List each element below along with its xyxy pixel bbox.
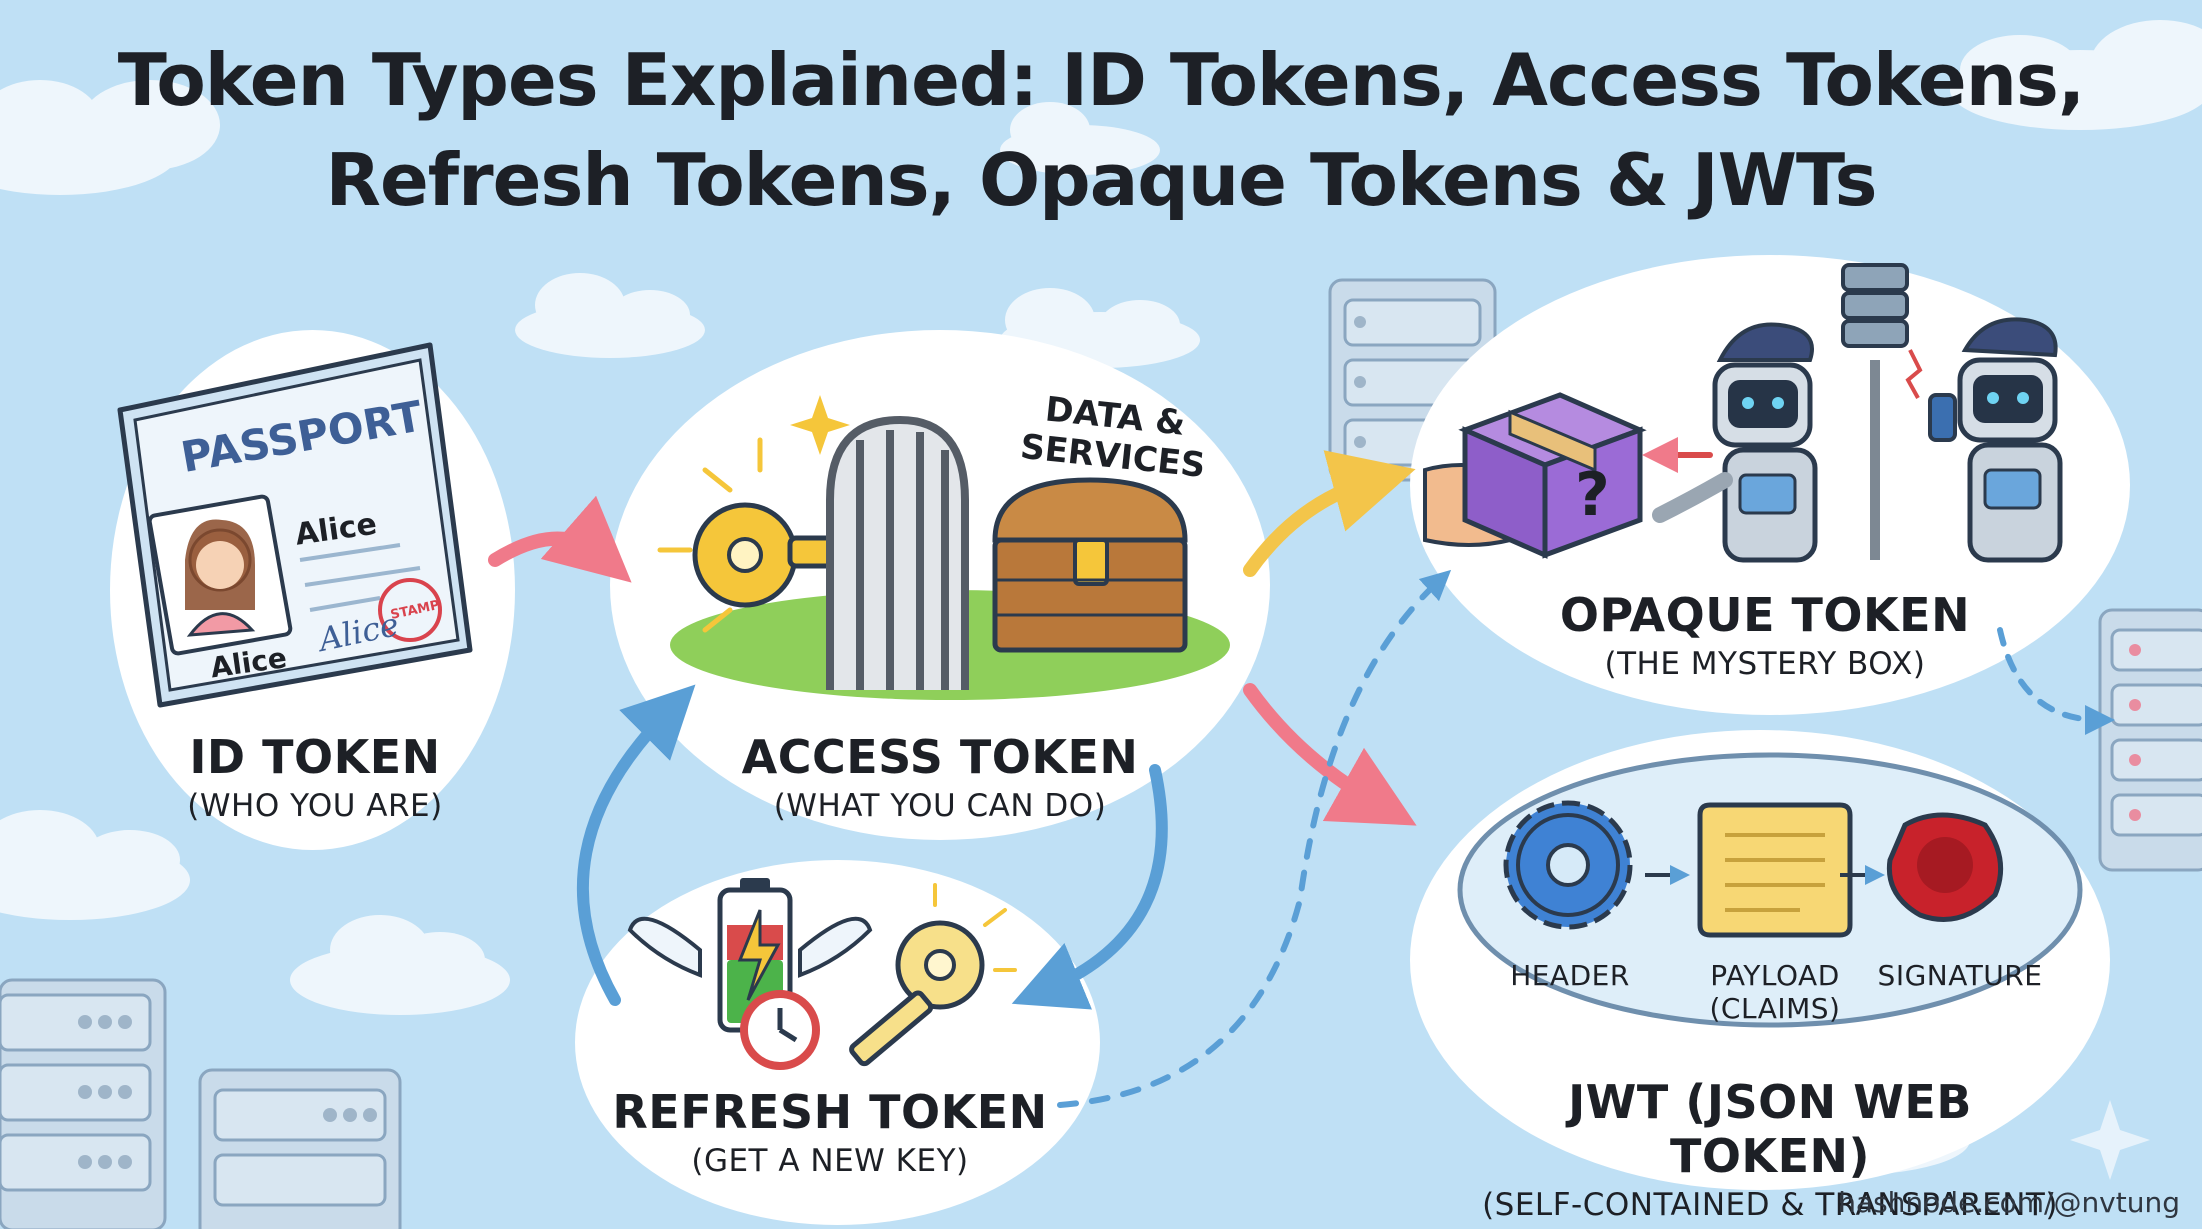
stamp-icon: [378, 578, 442, 642]
server-rack: [2098, 608, 2202, 872]
passport-icon: [117, 342, 473, 708]
refresh-token-sublabel: (GET A NEW KEY): [691, 1143, 969, 1179]
cloud: [515, 273, 705, 358]
new-key-icon: [849, 920, 985, 1067]
jwt-label: JWT (JSON WEB TOKEN): [1568, 1075, 1972, 1183]
jwt-signature-text: SIGNATURE: [1877, 959, 2043, 992]
new-key-glow: [933, 883, 1017, 972]
sparkle-icon: [790, 395, 850, 455]
scroll-icon: [1697, 802, 1853, 938]
wings-icon: [627, 916, 873, 978]
server-lights: [2129, 644, 2141, 821]
treasure-chest-icon: [992, 477, 1188, 653]
access-token-sublabel: (WHAT YOU CAN DO): [773, 788, 1107, 824]
mystery-box-icon: [1458, 392, 1647, 559]
opaque-token-label: OPAQUE TOKEN: [1559, 588, 1971, 642]
id-token-label: ID TOKEN: [189, 730, 441, 784]
cloud: [0, 810, 190, 920]
cloud: [0, 80, 220, 195]
jwt-part-header: HEADER: [1490, 955, 1650, 992]
id-token-sublabel: (WHO YOU ARE): [187, 788, 443, 824]
refresh-token-bubble: [575, 860, 1100, 1225]
arrow-access-to-opaque: [1243, 450, 1416, 577]
robot-guard-icon: [1652, 322, 1818, 563]
gear-icon: [1503, 800, 1633, 930]
jwt-header-text: HEADER: [1510, 959, 1630, 992]
jwt-payload-text: PAYLOAD: [1710, 959, 1840, 992]
access-token-label-group: ACCESS TOKEN (WHAT YOU CAN DO): [700, 730, 1180, 824]
key-glow: [657, 437, 763, 633]
server-pole-icon: [1841, 263, 1909, 560]
sparkle-icon: [2070, 1100, 2150, 1180]
arrow-access-to-refresh: [1011, 764, 1168, 1010]
jwt-part-payload: PAYLOAD (CLAIMS): [1690, 955, 1860, 1025]
refresh-token-label-group: REFRESH TOKEN (GET A NEW KEY): [600, 1085, 1060, 1179]
credit-text: hashnode.com/@nvtung: [1838, 1186, 2180, 1219]
jwt-label-group: JWT (JSON WEB TOKEN) (SELF-CONTAINED & T…: [1460, 1075, 2080, 1223]
server-lights: [78, 1015, 377, 1169]
opaque-token-sublabel: (THE MYSTERY BOX): [1604, 646, 1926, 682]
page-title-line2: Refresh Tokens, Opaque Tokens & JWTs: [325, 138, 1878, 222]
clock-icon: [740, 990, 820, 1070]
cloud: [290, 915, 510, 1015]
opaque-token-label-group: OPAQUE TOKEN (THE MYSTERY BOX): [1530, 588, 2000, 682]
refresh-token-label: REFRESH TOKEN: [612, 1085, 1048, 1139]
cloud: [1950, 20, 2202, 130]
dashed-arrow-opaque-to-server: [1997, 627, 2115, 735]
robot-guard-2-icon: [1905, 317, 2063, 563]
arrow-access-to-jwt: [1243, 683, 1417, 826]
jwt-part-signature: SIGNATURE: [1870, 955, 2050, 992]
page-title-line1: Token Types Explained: ID Tokens, Access…: [117, 38, 2085, 122]
wax-seal-icon: [1886, 812, 2004, 922]
id-token-label-group: ID TOKEN (WHO YOU ARE): [110, 730, 520, 824]
dashed-arrow-refresh-to-opaque: [1057, 569, 1452, 1108]
arrow-refresh-to-access: [576, 684, 696, 1006]
jwt-sublabel: (SELF-CONTAINED & TRANSPARENT): [1482, 1187, 2058, 1223]
battery-icon: [717, 878, 793, 1033]
server-lights: [1354, 316, 1366, 448]
jwt-claims-text: (CLAIMS): [1709, 992, 1841, 1025]
gate-icon: [826, 415, 969, 690]
mystery-box-symbol: ?: [1575, 460, 1610, 530]
cloud: [1000, 102, 1160, 175]
arrow-id-to-access: [488, 495, 632, 583]
access-token-label: ACCESS TOKEN: [741, 730, 1139, 784]
